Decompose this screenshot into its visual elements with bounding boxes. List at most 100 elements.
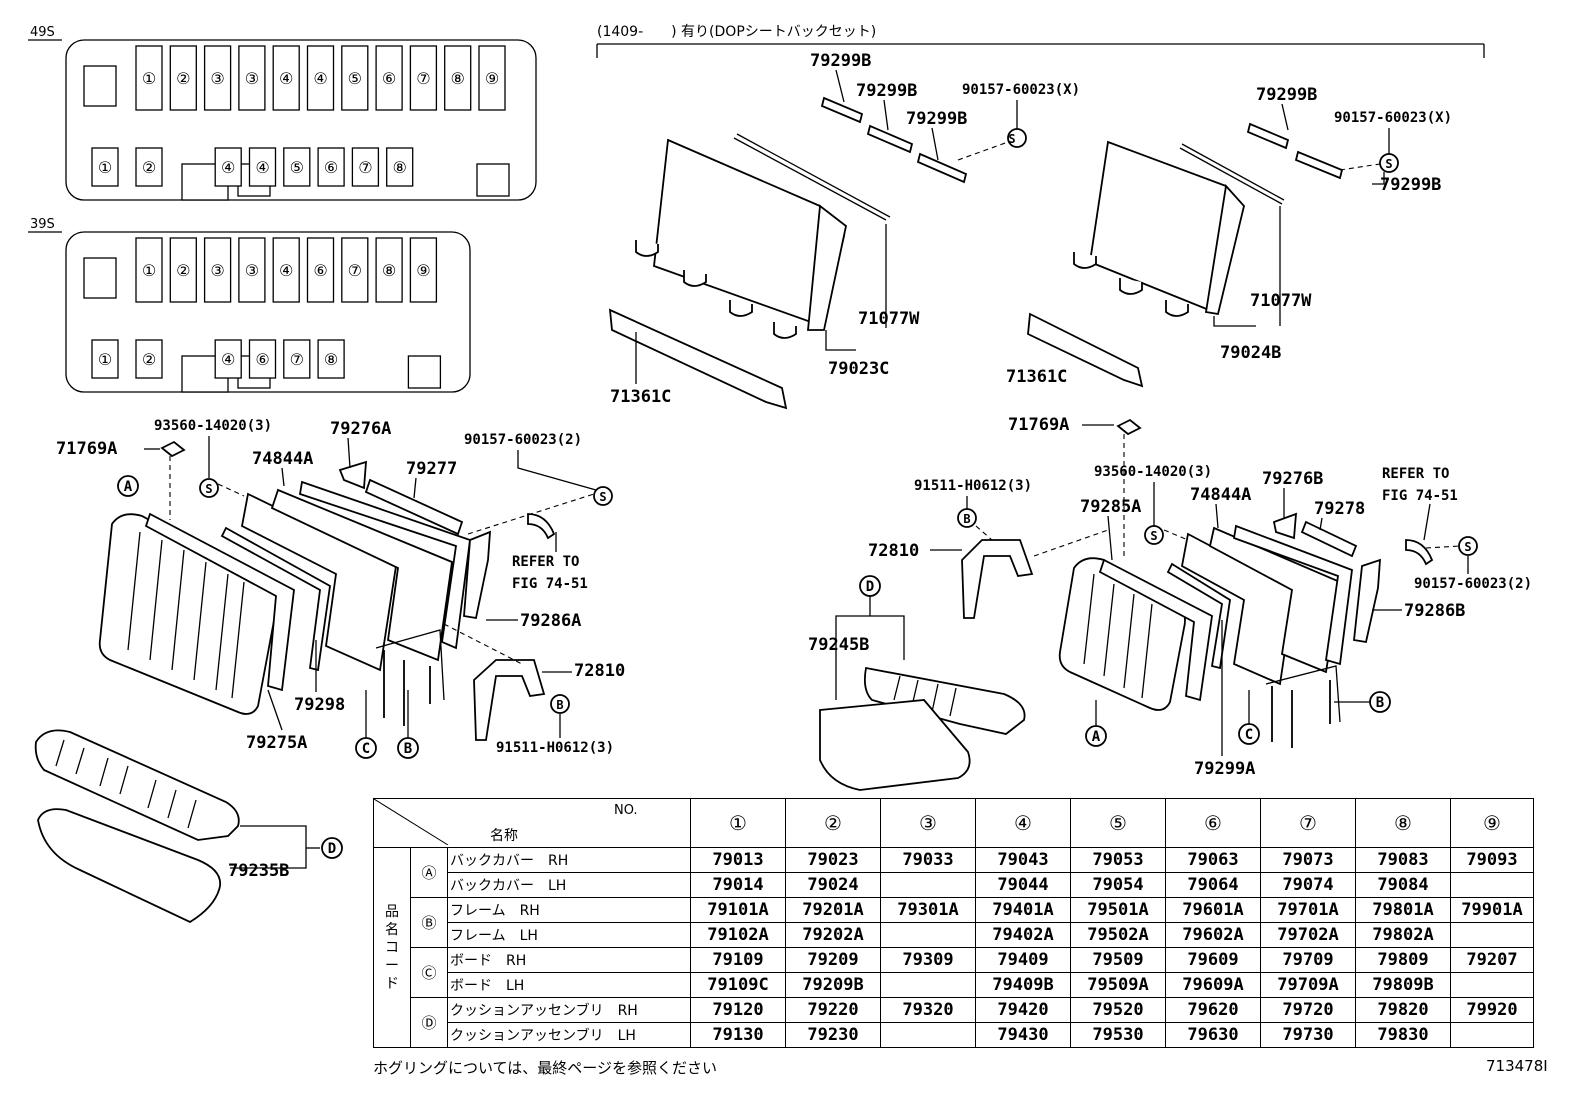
callout-71769a: 71769A xyxy=(56,439,117,459)
seat-slot xyxy=(306,237,335,303)
seat-slot xyxy=(409,237,438,303)
part-code: 79809B xyxy=(1355,972,1451,998)
seat-slot-blank xyxy=(476,163,510,197)
column-header: ③ xyxy=(880,798,976,848)
seat-slot-label: ④ xyxy=(221,158,235,177)
column-header: ② xyxy=(785,798,881,848)
seat-slot-label: ⑦ xyxy=(348,261,362,280)
part-code xyxy=(1450,972,1534,998)
seat-slot-label: ⑦ xyxy=(290,350,304,369)
part-code: 79730 xyxy=(1260,1022,1356,1048)
seat-slot xyxy=(478,45,506,111)
part-code: 79014 xyxy=(690,872,786,898)
part-code: 79209B xyxy=(785,972,881,998)
seat-slot xyxy=(91,147,119,187)
seat-slot-label: ⑥ xyxy=(324,158,338,177)
callout-79276b: 79276B xyxy=(1262,469,1323,489)
callout-71769a: 71769A xyxy=(1008,415,1069,435)
seat-slot-label: ② xyxy=(142,350,156,369)
part-code: 79630 xyxy=(1165,1022,1261,1048)
part-code: 79809 xyxy=(1355,947,1451,973)
seat-slot-label: ⑦ xyxy=(416,69,430,88)
part-code: 79430 xyxy=(975,1022,1071,1048)
part-code: 79601A xyxy=(1165,897,1261,923)
part-code: 79502A xyxy=(1070,922,1166,948)
seat-slot xyxy=(203,45,232,111)
part-code: 79320 xyxy=(880,997,976,1023)
seat-assembly-left xyxy=(98,440,613,741)
seat-slot-label: ② xyxy=(142,158,156,177)
seat-slot xyxy=(283,147,311,187)
symbol-s: S xyxy=(1385,157,1392,171)
part-code: 79109C xyxy=(690,972,786,998)
callout-93560-14020-3: 93560-14020(3) xyxy=(1094,464,1212,480)
part-code: 79093 xyxy=(1450,847,1534,873)
seat-slot xyxy=(203,237,232,303)
callout-93560-14020-3: 93560-14020(3) xyxy=(154,418,272,434)
part-code: 79024 xyxy=(785,872,881,898)
seat-slot xyxy=(341,45,369,111)
callout-79277: 79277 xyxy=(406,459,457,479)
callout-79299b: 79299B xyxy=(1256,85,1317,105)
seat-slot-label: ④ xyxy=(313,69,327,88)
seat-slot-label: ⑧ xyxy=(324,350,338,369)
seat-slot xyxy=(169,237,197,303)
vertical-label: 品名コード xyxy=(373,847,411,1048)
callout-79298: 79298 xyxy=(294,695,345,715)
seat-slot xyxy=(135,339,163,379)
seat-slot xyxy=(238,237,266,303)
callout-79245b: 79245B xyxy=(808,635,869,655)
callout-79299b: 79299B xyxy=(906,109,967,129)
seat-slot-label: ⑤ xyxy=(290,158,304,177)
part-code: 79602A xyxy=(1165,922,1261,948)
dop-seatback-left xyxy=(608,96,1027,410)
seat-slot-label: ⑥ xyxy=(313,261,327,280)
callout-79299b: 79299B xyxy=(810,51,871,71)
part-code: 79074 xyxy=(1260,872,1356,898)
seat-slot xyxy=(317,339,345,379)
part-name: クッションアッセンブリ LH xyxy=(447,1022,691,1048)
seat-slot-label: ⑧ xyxy=(393,158,407,177)
seat-slot xyxy=(375,237,403,303)
seat-slot-label: ⑤ xyxy=(348,69,362,88)
part-name: バックカバー RH xyxy=(447,847,691,873)
part-code: 79109 xyxy=(690,947,786,973)
seat-slot xyxy=(238,45,266,111)
group-symbol: Ⓒ xyxy=(410,947,448,998)
callout-79299a: 79299A xyxy=(1194,759,1255,779)
seat-slot xyxy=(135,237,163,303)
seat-slot xyxy=(341,237,369,303)
part-code: 79409B xyxy=(975,972,1071,998)
callout-72810: 72810 xyxy=(574,661,625,681)
seat-slot-label: ③ xyxy=(245,69,259,88)
part-code: 79901A xyxy=(1450,897,1534,923)
seat-slot-label: ④ xyxy=(221,350,235,369)
seat-slot-label: ⑨ xyxy=(416,261,430,280)
seat-slot-label: ③ xyxy=(245,261,259,280)
part-code: 79044 xyxy=(975,872,1071,898)
seat-slot xyxy=(351,147,380,187)
part-code: 79702A xyxy=(1260,922,1356,948)
part-code: 79102A xyxy=(690,922,786,948)
symbol-d: D xyxy=(328,841,336,857)
callout-79285a: 79285A xyxy=(1080,497,1141,517)
part-code xyxy=(880,972,976,998)
callout-71361c: 71361C xyxy=(1006,367,1067,387)
symbol-a: A xyxy=(1092,729,1101,745)
cushion-lower-left xyxy=(34,729,240,924)
callout-71361c: 71361C xyxy=(610,387,671,407)
part-code: 79202A xyxy=(785,922,881,948)
column-header: ⑦ xyxy=(1260,798,1356,848)
part-code xyxy=(1450,922,1534,948)
part-code: 79520 xyxy=(1070,997,1166,1023)
seat-slot xyxy=(91,339,119,379)
seat-assembly-right xyxy=(819,418,1478,791)
part-code: 79301A xyxy=(880,897,976,923)
callout-79024b: 79024B xyxy=(1220,343,1281,363)
part-code: 79720 xyxy=(1260,997,1356,1023)
seat-slot xyxy=(248,147,277,187)
